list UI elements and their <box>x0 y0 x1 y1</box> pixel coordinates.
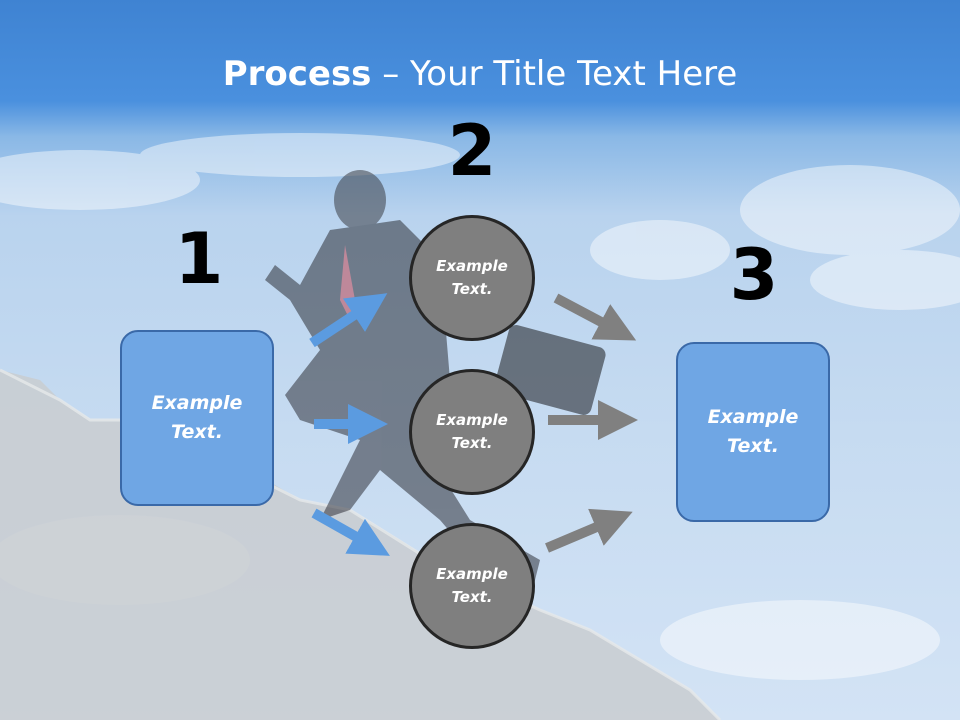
step-1-number: 1 <box>174 218 224 300</box>
step-1-box: Example Text. <box>120 330 274 506</box>
step-2-circle-bottom-text: Example Text. <box>436 565 508 606</box>
step-2-circle-top: Example Text. <box>409 215 535 341</box>
arrow-2-top-to-3 <box>553 293 637 341</box>
arrow-1-to-2-bottom <box>311 508 390 556</box>
step-2-circle-bottom: Example Text. <box>409 523 535 649</box>
step-2-circle-middle-text: Example Text. <box>436 411 508 452</box>
step-3-text: Example Text. <box>707 406 799 457</box>
slide-title: Process – Your Title Text Here <box>0 52 960 96</box>
title-rest: – Your Title Text Here <box>371 54 738 94</box>
step-1-text: Example Text. <box>151 392 243 443</box>
step-2-circle-top-text: Example Text. <box>436 257 508 298</box>
step-2-number: 2 <box>447 110 497 192</box>
step-2-circle-middle: Example Text. <box>409 369 535 495</box>
step-3-number: 3 <box>729 234 779 316</box>
arrow-2-bottom-to-3 <box>545 508 633 553</box>
arrow-1-to-2-top <box>309 293 388 348</box>
title-bold: Process <box>222 54 372 94</box>
step-3-box: Example Text. <box>676 342 830 522</box>
